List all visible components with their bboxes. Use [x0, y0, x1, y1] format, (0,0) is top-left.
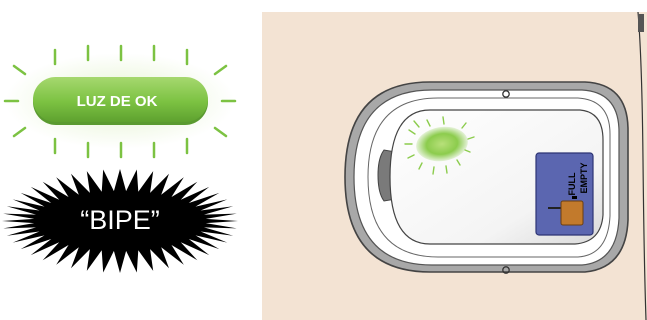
device-panel: FULL EMPTY — [262, 12, 647, 320]
ok-light-indicator: LUZ DE OK — [5, 46, 235, 157]
ok-light-label: LUZ DE OK — [77, 93, 158, 110]
switch-track — [548, 207, 562, 209]
device-edge-mark — [638, 14, 644, 32]
switch-empty-label: EMPTY — [579, 162, 589, 193]
beep-indicator: “BIPE” — [2, 169, 238, 273]
switch-full-tick — [572, 196, 577, 199]
beep-label: “BIPE” — [80, 205, 160, 235]
switch-full-label: FULL — [567, 172, 577, 195]
switch-knob[interactable] — [561, 201, 583, 225]
